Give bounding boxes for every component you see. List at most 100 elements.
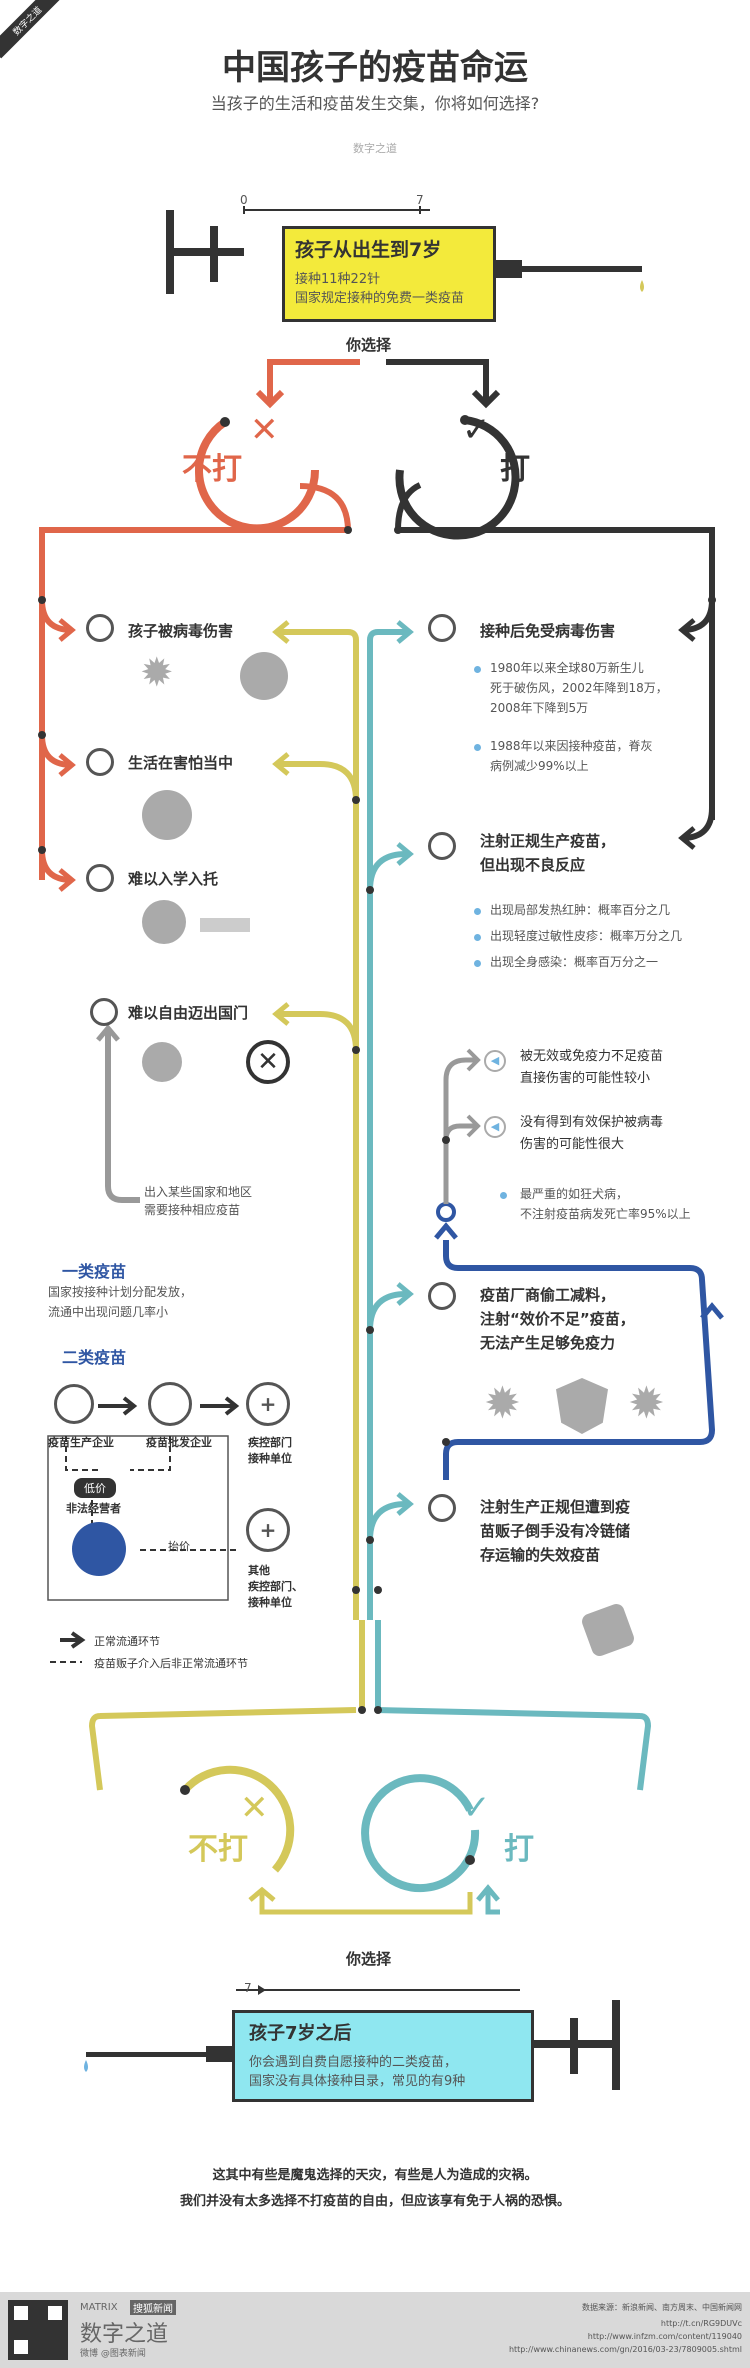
dizzy-face-icon <box>428 1494 456 1522</box>
clinic-icon: + <box>246 1382 290 1426</box>
cheat-l1: 疫苗厂商偷工减料， <box>480 1286 616 1304</box>
cold-chain-l1: 注射生产正规但遭到疫 <box>480 1498 631 1516</box>
syringe-bottom-box: 孩子7岁之后 你会遇到自费自愿接种的二类疫苗， 国家没有具体接种目录，常见的有9… <box>232 2010 534 2102</box>
closing-line-1: 这其中有些是魔鬼选择的天灾，有些是人为造成的灾祸。 <box>212 2168 538 2183</box>
immune-title: 接种后免受病毒伤害 <box>480 622 616 640</box>
forbidden-icon: ✕ <box>246 1040 290 1084</box>
invalid-s1-l2: 直接伤害的可能性较小 <box>520 1071 651 1086</box>
choice-prompt-bottom: 你选择 <box>346 1950 392 1968</box>
wholesaler-label: 疫苗批发企业 <box>146 1436 212 1449</box>
virus-icon: ✹ <box>628 1378 665 1429</box>
scared-child-icon <box>142 790 192 840</box>
footer-brand-cn: 数字之道 <box>80 2322 169 2347</box>
syringe-top-title: 孩子从出生到7岁 <box>295 239 442 261</box>
footer-sources: 数据来源：新浪新闻、南方周末、中国新闻网 http://t.cn/RG9DUVc… <box>509 2302 742 2354</box>
reaction-b2: 出现轻度过敏性皮疹：概率万分之几 <box>490 929 683 943</box>
student-icon <box>142 900 186 944</box>
broken-shield-icon <box>556 1378 608 1434</box>
immune-b1-l1: 1980年以来全球80万新生儿 <box>490 661 644 675</box>
syringe-top-line2: 国家规定接种的免费一类疫苗 <box>295 291 465 306</box>
syringe-top-icon <box>166 206 644 294</box>
source-title: 数据来源：新浪新闻、南方周末、中国新闻网 <box>582 2303 742 2312</box>
bullet <box>474 934 481 941</box>
desk-icon <box>200 918 250 932</box>
scale-seven: 7 <box>244 1981 252 1995</box>
left-item-1: 孩子被病毒伤害 <box>128 622 234 640</box>
reaction-b1: 出现局部发热红肿：概率百分之几 <box>490 903 671 917</box>
source-link-2[interactable]: http://www.infzm.com/content/119040 <box>587 2332 742 2341</box>
virus-icon: ✹ <box>140 650 174 696</box>
other-l2: 疾控部门、 <box>248 1580 303 1593</box>
yes-label-bottom: 打 <box>504 1832 534 1867</box>
factory-icon <box>54 1384 94 1424</box>
sad-face-icon <box>86 614 114 642</box>
scale-end: 7 <box>416 193 424 207</box>
left-item-3: 难以入学入托 <box>128 870 219 888</box>
qr-code-icon <box>8 2300 68 2360</box>
invalid-s3-l2: 不注射疫苗病发死亡率95%以上 <box>520 1207 691 1221</box>
footer: MATRIX 搜狐新闻 数字之道 微博 @图表新闻 数据来源：新浪新闻、南方周末… <box>0 2292 750 2368</box>
bullet <box>474 960 481 967</box>
cross-icon: ✕ <box>250 410 279 450</box>
page-subtitle: 当孩子的生活和疫苗发生交集，你将如何选择? <box>210 94 540 113</box>
yes-circle-bottom <box>361 1774 480 1893</box>
legend-dealer: 疫苗贩子介入后非正常流通环节 <box>94 1657 248 1670</box>
class1-title: 一类疫苗 <box>62 1262 127 1281</box>
immune-b1-l2: 死于破伤风，2002年降到18万， <box>490 681 668 695</box>
bullet <box>474 744 481 751</box>
immune-b2-l1: 1988年以来因接种疫苗，脊灰 <box>490 739 653 753</box>
invalid-s3-l1: 最严重的如狂犬病， <box>520 1187 629 1201</box>
travel-note-1: 出入某些国家和地区 <box>144 1185 253 1199</box>
scale-start: 0 <box>240 193 248 207</box>
footer-brand-en: MATRIX <box>80 2302 118 2313</box>
illegal-label: 非法经营者 <box>66 1502 121 1515</box>
class1-l1: 国家按接种计划分配发放， <box>48 1285 193 1299</box>
neutral-face-icon <box>86 864 114 892</box>
worried-face-icon <box>86 748 114 776</box>
check-icon: ✓ <box>462 1788 491 1828</box>
footer-brand-tag: 搜狐新闻 <box>130 2300 176 2315</box>
syringe-bottom-line1: 你会遇到自费自愿接种的二类疫苗， <box>249 2055 458 2070</box>
cheat-l2: 注射“效价不足”疫苗， <box>480 1310 635 1328</box>
cdc-label-1: 疾控部门 <box>248 1436 292 1449</box>
invalid-s1-l1: 被无效或免疫力不足疫苗 <box>520 1049 664 1064</box>
syringe-bottom-icon <box>84 1985 620 2090</box>
cold-chain-l2: 苗贩子倒手没有冷链储 <box>480 1522 631 1540</box>
class2-title: 二类疫苗 <box>62 1348 127 1367</box>
closing-line-2: 我们并没有太多选择不打疫苗的自由，但应该享有免于人祸的恐惧。 <box>179 2194 570 2209</box>
check-icon: ✓ <box>462 410 491 450</box>
bullet <box>474 666 481 673</box>
virus-icon: ✹ <box>484 1378 521 1429</box>
other-l3: 接种单位 <box>248 1596 292 1609</box>
doubt-face-icon <box>428 1282 456 1310</box>
no-circle-bottom <box>180 1765 295 1873</box>
low-price-tag: 低价 <box>74 1478 116 1498</box>
no-label-top: 不打 <box>182 452 242 487</box>
brand-label: 数字之道 <box>353 142 397 155</box>
yes-circle-top <box>395 415 520 540</box>
choice-prompt-top: 你选择 <box>346 336 392 354</box>
calm-face-icon <box>428 614 456 642</box>
immune-b2-l2: 病例减少99%以上 <box>490 759 589 773</box>
source-link-3[interactable]: http://www.chinanews.com/gn/2016/03-23/7… <box>508 2345 742 2354</box>
other-l1: 其他 <box>248 1564 270 1577</box>
legend-normal: 正常流通环节 <box>94 1635 160 1648</box>
cold-chain-l3: 存运输的失效疫苗 <box>480 1546 601 1564</box>
invalid-s2-l2: 伤害的可能性很大 <box>520 1137 625 1152</box>
footer-weibo: 微博 @图表新闻 <box>80 2349 146 2359</box>
yes-label-top: 打 <box>500 452 530 487</box>
syringe-top-box: 孩子从出生到7岁 接种11种22针 国家规定接种的免费一类疫苗 <box>282 226 496 322</box>
bullet <box>500 1192 507 1199</box>
upset-face-icon <box>90 998 118 1026</box>
reaction-title-1: 注射正规生产疫苗， <box>480 832 616 850</box>
warehouse-icon <box>148 1382 192 1426</box>
left-item-4: 难以自由迈出国门 <box>128 1004 249 1022</box>
no-label-bottom: 不打 <box>188 1832 248 1867</box>
class1-l2: 流通中出现问题几率小 <box>48 1305 169 1319</box>
invalid-s2-l1: 没有得到有效保护被病毒 <box>520 1115 664 1130</box>
source-link-1[interactable]: http://t.cn/RG9DUVc <box>660 2319 742 2328</box>
left-item-2: 生活在害怕当中 <box>128 754 234 772</box>
dealer-icon <box>72 1522 126 1576</box>
speaker-icon: ◀ <box>484 1116 506 1138</box>
